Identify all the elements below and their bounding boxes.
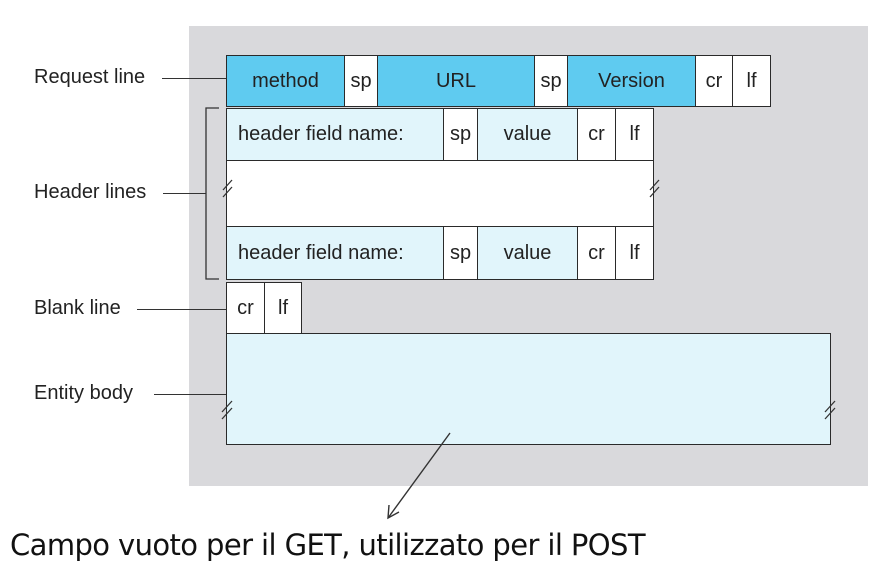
header-lf-field: lf [615,226,654,280]
label-entity-body: Entity body [34,382,133,404]
header-cr-field: cr [577,226,616,280]
label-blank-line: Blank line [34,297,121,319]
leader-blank-line [137,309,226,310]
label-request-line: Request line [34,66,146,88]
header-lines-bracket [205,107,219,280]
request-lf-field: lf [732,55,771,107]
caption-arrow [387,432,451,520]
label-header-lines: Header lines [34,181,147,203]
break-marks [221,179,836,420]
header-value-field: value [477,226,578,280]
leader-header-lines [163,193,206,194]
request-sp-field: sp [344,55,378,107]
header-value-field: value [477,108,578,161]
header-sp-field: sp [443,226,478,280]
request-url-field: URL [377,55,535,107]
caption-text: Campo vuoto per il GET, utilizzato per i… [10,528,646,562]
blank-cr-field: cr [226,282,265,335]
header-field-name: header field name: [226,226,444,280]
request-version-field: Version [567,55,696,107]
request-cr-field: cr [695,55,733,107]
header-field-name: header field name: [226,108,444,161]
request-method-field: method [226,55,345,107]
header-lf-field: lf [615,108,654,161]
request-sp-field: sp [534,55,568,107]
entity-body-field [226,333,831,445]
leader-entity-body [154,394,226,395]
leader-request-line [162,78,226,79]
header-cr-field: cr [577,108,616,161]
